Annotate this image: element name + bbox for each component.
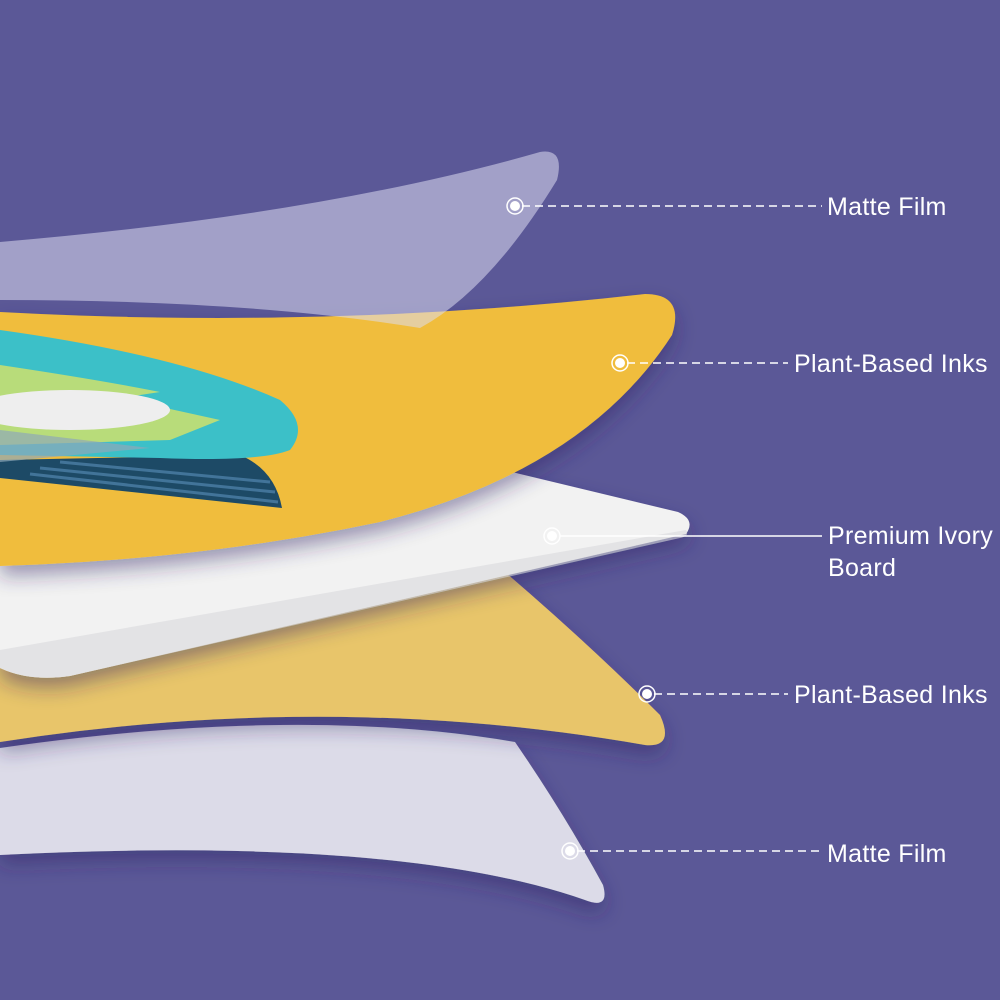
connectors: [522, 205, 822, 852]
label-plant-based-inks-top: Plant-Based Inks: [794, 350, 988, 378]
label-matte-film-top: Matte Film: [827, 193, 947, 221]
top-matte-film-layer: [0, 151, 559, 328]
dot-ink-top: [611, 354, 629, 372]
dot-board: [543, 527, 561, 545]
top-ink-layer: [0, 294, 676, 566]
label-board-line1: Premium Ivory: [828, 522, 994, 550]
ink-artwork: [0, 330, 298, 508]
label-plant-based-inks-bottom: Plant-Based Inks: [794, 681, 988, 709]
bottom-matte-film-layer: [0, 724, 605, 903]
dot-matte-film-bottom: [561, 842, 579, 860]
label-premium-ivory-board: Premium Ivory Board: [828, 520, 993, 584]
connector-dots: [506, 197, 656, 860]
ivory-board-edge: [0, 530, 688, 678]
label-matte-film-bottom: Matte Film: [827, 840, 947, 868]
label-board-line2: Board: [828, 554, 897, 582]
dot-ink-bottom: [638, 685, 656, 703]
dot-matte-film-top: [506, 197, 524, 215]
